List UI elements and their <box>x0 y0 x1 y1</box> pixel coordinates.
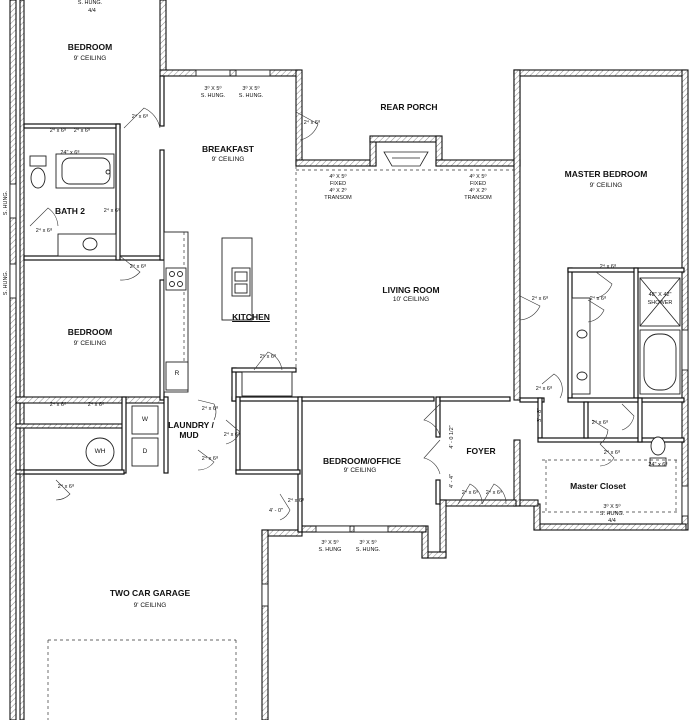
window-breakfast-2-type: S. HUNG. <box>238 93 264 99</box>
refrigerator-label: R <box>174 370 180 377</box>
door-label: 2⁴ x 6⁸ <box>591 420 609 426</box>
kitchen-fixtures <box>165 267 251 391</box>
window-living-left-size: 4⁰ X 5⁰ <box>329 174 347 180</box>
bedroom-top-window-type: S. HUNG. <box>77 0 103 6</box>
ceiling-master-bedroom: 9' CEILING <box>589 182 623 189</box>
window-living-left-transom: 4⁰ X 2⁰ <box>329 188 347 194</box>
window-living-right-transom-label: TRANSOM <box>464 195 492 201</box>
closet-door-label: 2⁴ x 6⁸ <box>49 128 67 134</box>
window-closet-type: S. HUNG. <box>599 511 625 517</box>
door-label: 2⁴ x 6⁸ <box>535 386 553 392</box>
window-living-right-type: FIXED <box>469 181 487 187</box>
window-breakfast-1-type: S. HUNG. <box>200 93 226 99</box>
closet-door-label: 2⁴ x 6⁸ <box>49 402 67 408</box>
dimension-foyer-b: 4' - 4" <box>449 473 455 489</box>
shelf-label: 24" x 6⁸ <box>648 462 668 468</box>
door-label: 2⁴ x 6⁸ <box>461 490 479 496</box>
door-label: 2⁴ x 6⁸ <box>589 296 607 302</box>
exterior-walls <box>9 0 689 720</box>
shower-size: 48" X 42" <box>648 292 672 298</box>
window-office-1-type: S. HUNG <box>318 547 342 553</box>
ceiling-breakfast: 9' CEILING <box>211 156 245 163</box>
door-label: 2⁴ x 6⁸ <box>201 406 219 412</box>
room-label-garage: TWO CAR GARAGE <box>109 588 191 598</box>
door-label: 2⁴ x 6⁸ <box>129 264 147 270</box>
door-label: 2⁴ x 6⁸ <box>103 208 121 214</box>
window-left-1-type: S. HUNG. <box>3 190 9 216</box>
ceiling-dashed-lines <box>47 166 514 720</box>
ceiling-garage: 9' CEILING <box>133 602 167 609</box>
door-label: 2⁴ x 6⁸ <box>131 114 149 120</box>
door-label: 2⁴ x 6⁸ <box>603 450 621 456</box>
room-label-kitchen: KITCHEN <box>232 312 270 322</box>
room-label-master-bedroom: MASTER BEDROOM <box>564 169 648 179</box>
window-living-left-transom-label: TRANSOM <box>324 195 352 201</box>
laundry-fixtures <box>85 405 159 467</box>
dimension-master: 3' - 8" <box>537 407 543 423</box>
shower-label: SHOWER <box>647 300 673 306</box>
dimension-foyer-a: 4' - 0 1/2" <box>449 425 455 449</box>
water-heater-label: WH <box>94 448 106 455</box>
door-label: 2⁴ x 6⁸ <box>57 484 75 490</box>
room-label-living-room: LIVING ROOM <box>382 285 440 295</box>
door-label: 2⁴ x 6⁸ <box>303 120 321 126</box>
master-bath-fixtures <box>571 277 681 467</box>
window-living-right-size: 4⁰ X 5⁰ <box>469 174 487 180</box>
door-label: 2⁴ x 6⁸ <box>599 264 617 270</box>
door-label: 2⁶ x 6⁸ <box>259 354 277 360</box>
room-label-bedroom-top: BEDROOM <box>67 42 113 52</box>
window-office-1-size: 3⁰ X 5⁰ <box>321 540 339 546</box>
room-label-bedroom-mid: BEDROOM <box>67 327 113 337</box>
ceiling-living-room: 10' CEILING <box>392 296 430 303</box>
room-label-rear-porch: REAR PORCH <box>380 102 438 112</box>
door-label: 2⁴ x 6⁸ <box>287 498 305 504</box>
room-label-breakfast: BREAKFAST <box>202 144 254 154</box>
shelf-label: 24" x 6⁸ <box>60 150 80 156</box>
door-label: 2⁴ x 6⁸ <box>201 456 219 462</box>
window-office-2-size: 3⁰ X 5⁰ <box>359 540 377 546</box>
door-label: 2⁴ x 6⁸ <box>223 432 241 438</box>
dryer-label: D <box>142 448 148 455</box>
window-living-left-type: FIXED <box>329 181 347 187</box>
window-breakfast-2-size: 3⁰ X 5⁰ <box>242 86 260 92</box>
window-left-2-type: S. HUNG. <box>3 270 9 296</box>
bedroom-top-window-size: 4/4 <box>88 8 96 14</box>
ceiling-bedroom-top: 9' CEILING <box>73 55 107 62</box>
door-swings <box>29 107 635 521</box>
ceiling-bedroom-office: 9' CEILING <box>343 467 377 474</box>
window-closet-size: 3⁰ X 5⁰ <box>603 504 621 510</box>
door-label: 2⁴ x 6⁸ <box>485 490 503 496</box>
bath2-fixtures <box>29 153 117 257</box>
door-label: 2⁴ x 6⁸ <box>35 228 53 234</box>
room-label-foyer: FOYER <box>466 446 496 456</box>
dimension-hall: 4' - 0" <box>268 508 284 514</box>
door-label: 2⁴ x 6⁸ <box>531 296 549 302</box>
room-label-bath2: BATH 2 <box>54 206 86 216</box>
closet-door-label: 2⁴ x 6⁸ <box>73 128 91 134</box>
window-closet-grid: 4/4 <box>608 518 616 524</box>
window-breakfast-1-size: 3⁰ X 5⁰ <box>204 86 222 92</box>
room-label-bedroom-office: BEDROOM/OFFICE <box>323 456 401 466</box>
ceiling-bedroom-mid: 9' CEILING <box>73 340 107 347</box>
closet-shelves <box>542 459 680 513</box>
window-living-right-transom: 4⁰ X 2⁰ <box>469 188 487 194</box>
fireplace <box>383 151 429 167</box>
washer-label: W <box>141 416 149 423</box>
room-label-laundry-2: MUD <box>179 430 199 440</box>
room-label-laundry-1: LAUNDRY / <box>168 420 214 430</box>
room-label-master-closet: Master Closet <box>570 481 626 491</box>
window-office-2-type: S. HUNG. <box>355 547 381 553</box>
closet-door-label: 2⁴ x 6⁸ <box>87 402 105 408</box>
window-marks <box>9 69 689 607</box>
